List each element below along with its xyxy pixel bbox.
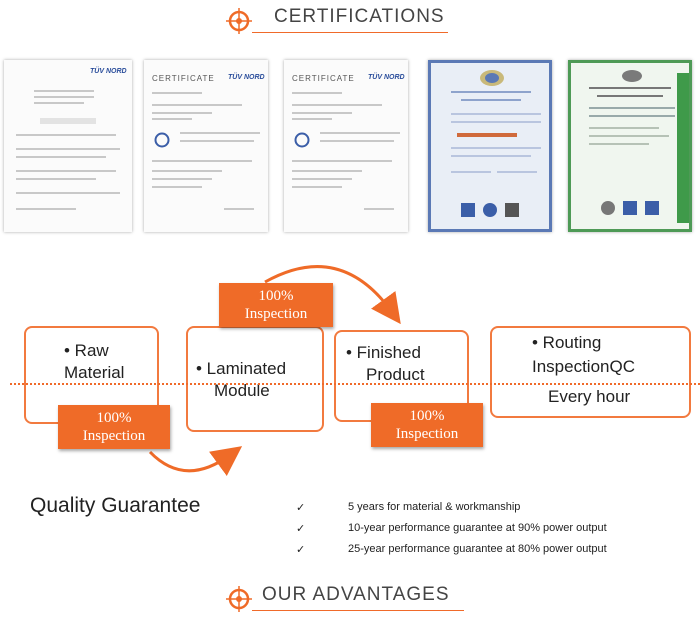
certifications-header: CERTIFICATIONS bbox=[0, 6, 700, 36]
advantages-header: OUR ADVANTAGES bbox=[0, 584, 700, 614]
target-logo-icon bbox=[226, 8, 252, 34]
accreditation-mark-icon bbox=[601, 201, 615, 215]
advantages-title: OUR ADVANTAGES bbox=[262, 584, 450, 605]
step-label: • Laminated bbox=[196, 359, 287, 378]
process-dotted-line bbox=[10, 383, 700, 385]
flow-arrow-2 bbox=[264, 265, 401, 325]
quality-guarantee-title: Quality Guarantee bbox=[30, 494, 201, 517]
guarantee-text: 25-year performance guarantee at 80% pow… bbox=[348, 543, 607, 555]
check-icon: ✓ bbox=[296, 544, 306, 556]
flow-arrow-1 bbox=[148, 446, 243, 476]
tag-line-2: Inspection bbox=[82, 428, 146, 444]
tuv-nord-brand: TÜV NORD bbox=[228, 74, 265, 81]
check-icon: ✓ bbox=[296, 502, 306, 514]
certification-seal-icon bbox=[154, 132, 170, 148]
accreditation-mark-icon bbox=[645, 201, 659, 215]
target-logo-icon bbox=[226, 586, 252, 612]
quality-system-logo-icon bbox=[480, 70, 504, 86]
process-step-routing-inspection bbox=[490, 326, 691, 418]
accreditation-mark-icon bbox=[461, 203, 475, 217]
step-label: Every hour bbox=[548, 387, 631, 406]
certificate-heading: CERTIFICATE bbox=[152, 74, 215, 83]
check-icon: ✓ bbox=[296, 523, 306, 535]
certificate-thumbnail-5[interactable] bbox=[568, 60, 692, 232]
step-label: InspectionQC bbox=[532, 357, 635, 376]
certificate-heading: CERTIFICATE bbox=[292, 74, 355, 83]
certificate-thumbnail-1[interactable]: TÜV NORD bbox=[4, 60, 132, 232]
accreditation-mark-icon bbox=[483, 203, 497, 217]
tag-line-2: Inspection bbox=[244, 306, 308, 322]
certificate-thumbnail-2[interactable]: CERTIFICATE TÜV NORD bbox=[144, 60, 268, 232]
step-label: Material bbox=[64, 363, 125, 382]
inspection-tag-3: 100% Inspection bbox=[371, 403, 483, 447]
certificate-thumbnail-4[interactable] bbox=[428, 60, 552, 232]
step-label: Product bbox=[366, 365, 425, 384]
iso-side-band bbox=[677, 73, 689, 223]
step-label: • Finished bbox=[346, 343, 421, 362]
tag-line-2: Inspection bbox=[395, 426, 459, 442]
tag-line-1: 100% bbox=[409, 408, 445, 424]
tag-line-1: 100% bbox=[96, 410, 132, 426]
process-step-laminated-module bbox=[186, 326, 324, 432]
certifications-title: CERTIFICATIONS bbox=[274, 6, 445, 27]
guarantee-text: 5 years for material & workmanship bbox=[348, 501, 521, 513]
step-label: • Raw bbox=[64, 341, 109, 360]
tuv-nord-brand: TÜV NORD bbox=[90, 68, 127, 75]
header-underline bbox=[252, 32, 448, 33]
tag-line-1: 100% bbox=[258, 288, 294, 304]
certificate-thumbnail-3[interactable]: CERTIFICATE TÜV NORD bbox=[284, 60, 408, 232]
step-label: • Routing bbox=[532, 333, 602, 352]
inspection-tag-2: 100% Inspection bbox=[219, 283, 333, 327]
accreditation-mark-icon bbox=[505, 203, 519, 217]
certification-seal-icon bbox=[294, 132, 310, 148]
guarantee-text: 10-year performance guarantee at 90% pow… bbox=[348, 522, 607, 534]
accreditation-mark-icon bbox=[623, 201, 637, 215]
inspection-tag-1: 100% Inspection bbox=[58, 405, 170, 449]
step-label: Module bbox=[214, 381, 270, 400]
environment-system-logo-icon bbox=[622, 70, 642, 82]
process-flow-arrows bbox=[148, 265, 401, 476]
header-underline bbox=[252, 610, 464, 611]
tuv-nord-brand: TÜV NORD bbox=[368, 74, 405, 81]
